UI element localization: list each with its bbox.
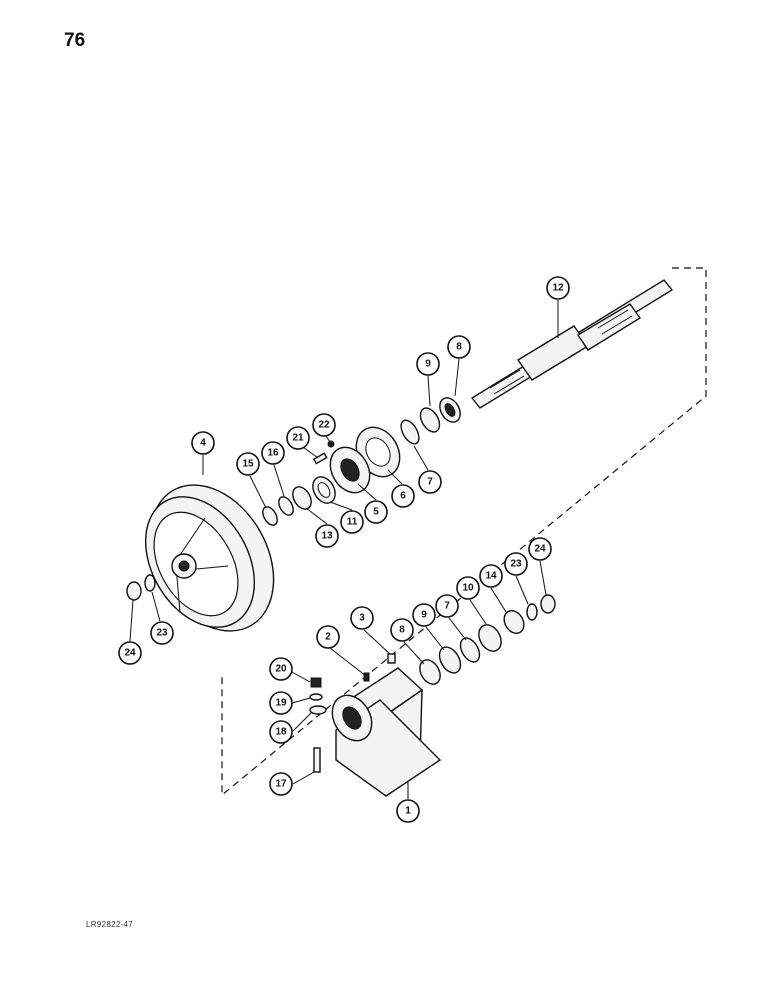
callout-6: 6 — [387, 469, 415, 508]
callout-24-lower: 24 — [528, 537, 552, 596]
callout-19: 19 — [269, 691, 311, 715]
callout-23-upper: 23 — [150, 591, 174, 645]
callout-11: 11 — [329, 501, 364, 534]
callout-label: 24 — [534, 544, 546, 555]
housing-part — [331, 653, 442, 797]
callout-17: 17 — [269, 771, 315, 796]
callout-7-lower: 7 — [435, 594, 467, 641]
callout-label: 7 — [444, 601, 450, 612]
callout-label: 15 — [242, 459, 254, 470]
callout-label: 2 — [325, 632, 331, 643]
callout-8-upper: 8 — [447, 335, 471, 397]
callout-20: 20 — [269, 657, 311, 683]
callout-9-upper: 9 — [416, 352, 440, 407]
callout-label: 11 — [347, 517, 358, 528]
callout-22: 22 — [312, 413, 336, 443]
callout-label: 5 — [373, 507, 379, 518]
callout-label: 21 — [292, 433, 304, 444]
callout-16: 16 — [261, 441, 285, 497]
callout-label: 8 — [456, 342, 462, 353]
bearing-retainer-part — [329, 446, 371, 494]
bearing-cup-part — [419, 407, 441, 433]
callout-label: 1 — [405, 806, 411, 817]
washer-part-lower — [526, 603, 538, 621]
pulley-part — [144, 484, 275, 632]
callout-label: 19 — [275, 698, 287, 709]
callout-5: 5 — [357, 483, 388, 524]
seal-part-lower — [478, 624, 502, 652]
snap-ring-part — [400, 419, 420, 445]
callout-label: 10 — [462, 583, 474, 594]
nut-part — [126, 581, 142, 601]
bearing-cup-part-lower — [438, 646, 462, 674]
callout-3: 3 — [350, 606, 391, 655]
callout-label: 13 — [321, 531, 333, 542]
callout-label: 17 — [275, 779, 287, 790]
bearing-cone-part-lower — [419, 659, 441, 685]
callout-13: 13 — [305, 507, 339, 548]
flat-washer-part — [309, 705, 327, 715]
nut-part-20 — [310, 677, 322, 688]
callout-label: 24 — [124, 648, 136, 659]
grease-fitting-part — [327, 440, 335, 448]
callout-12: 12 — [546, 276, 570, 338]
callout-label: 8 — [399, 625, 405, 636]
callout-23-lower: 23 — [504, 552, 529, 605]
callout-1: 1 — [396, 782, 420, 823]
callout-24-upper: 24 — [118, 599, 142, 665]
callout-label: 16 — [267, 448, 279, 459]
spacer-part-lower — [503, 609, 525, 635]
callout-15: 15 — [236, 452, 267, 509]
callout-label: 22 — [318, 420, 330, 431]
callout-label: 23 — [156, 628, 168, 639]
figure-code: LR92822-47 — [86, 920, 134, 929]
bolt-part — [313, 747, 321, 773]
callout-18: 18 — [269, 711, 313, 744]
screw-part — [312, 452, 328, 465]
callout-label: 9 — [421, 610, 427, 621]
callout-label: 7 — [427, 477, 433, 488]
callout-10: 10 — [456, 576, 487, 625]
callout-label: 12 — [552, 283, 564, 294]
callout-21: 21 — [286, 426, 319, 459]
page-number: 76 — [64, 30, 86, 51]
callout-label: 6 — [400, 491, 406, 502]
callout-label: 18 — [275, 727, 287, 738]
seal-part — [312, 476, 336, 504]
washer-part — [144, 574, 156, 592]
callout-7-upper: 7 — [413, 445, 442, 494]
callout-8-lower: 8 — [390, 618, 425, 665]
callout-9-lower: 9 — [412, 603, 445, 651]
callout-label: 23 — [510, 559, 522, 570]
callout-14: 14 — [479, 564, 507, 613]
washer-part-15 — [262, 506, 278, 526]
callout-label: 20 — [275, 664, 287, 675]
nut-part-lower — [540, 594, 556, 614]
snap-ring-part-lower — [459, 637, 481, 663]
spacer-part — [292, 486, 312, 510]
washer-part-16 — [278, 496, 294, 516]
shaft-part — [470, 279, 674, 409]
callout-label: 14 — [485, 571, 497, 582]
callout-label: 4 — [200, 438, 206, 449]
lock-washer-part — [309, 693, 323, 701]
bearing-cone-part — [439, 397, 461, 423]
assembly-boundary-line — [221, 267, 707, 797]
callout-4: 4 — [191, 431, 215, 475]
callout-2: 2 — [316, 625, 367, 677]
callout-label: 9 — [425, 359, 431, 370]
callout-label: 3 — [359, 613, 365, 624]
